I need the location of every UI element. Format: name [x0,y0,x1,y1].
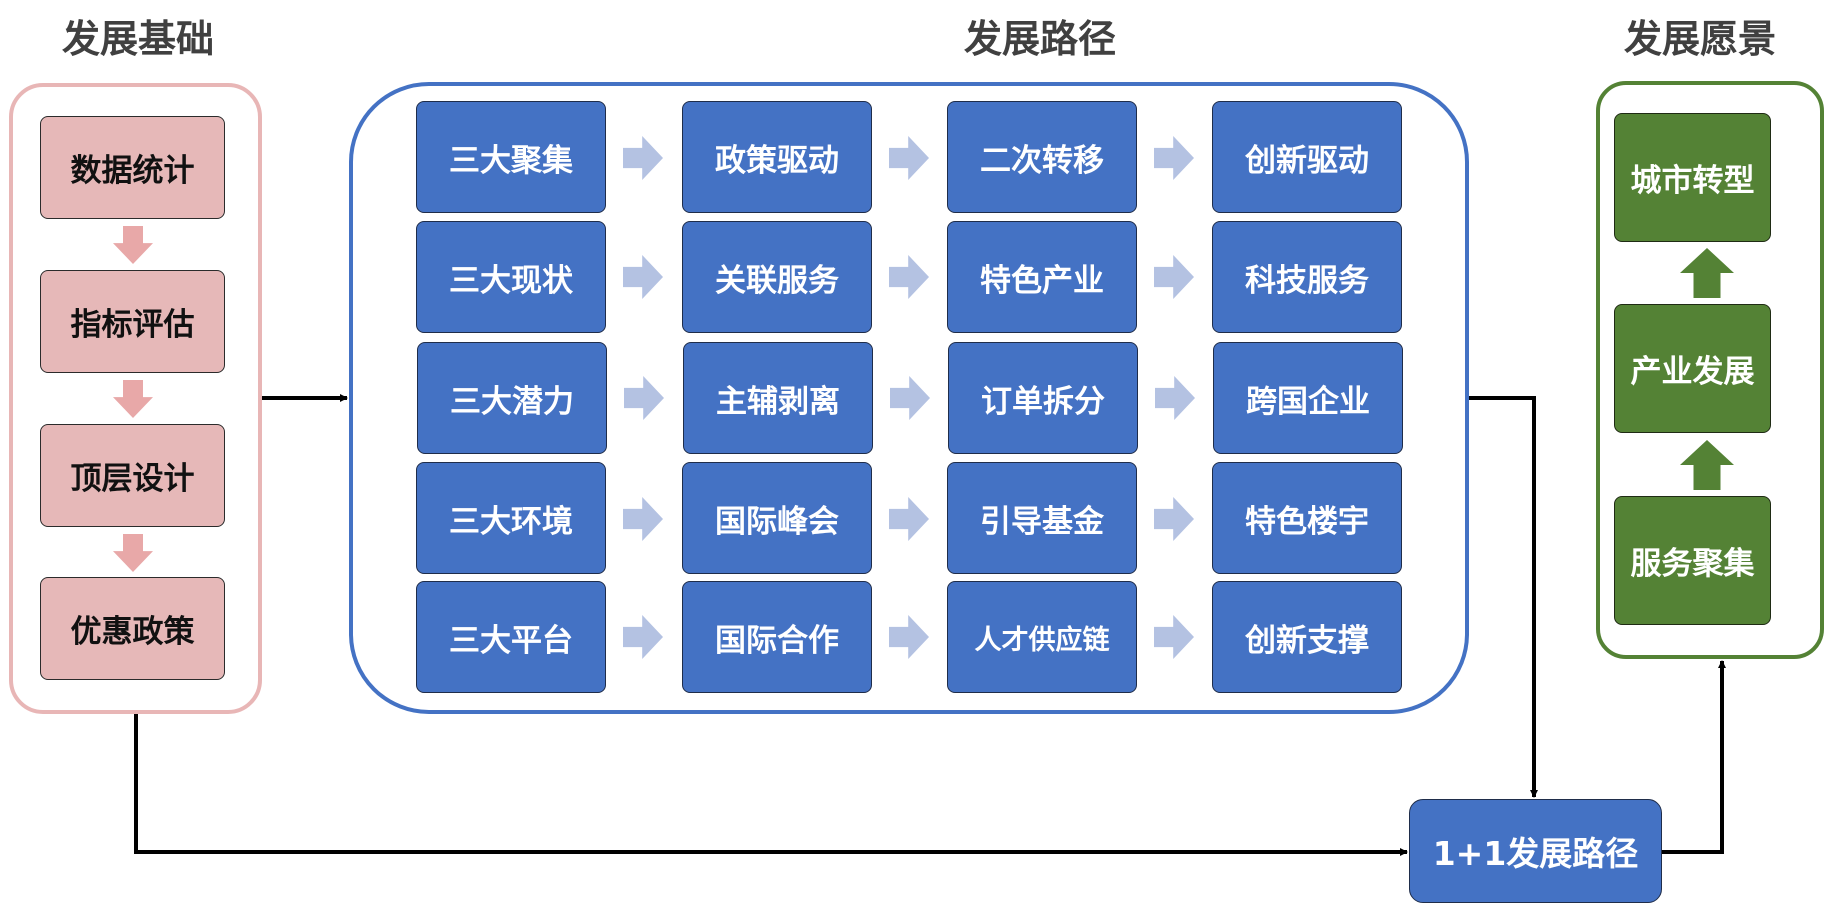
title-development-path: 发展路径 [963,17,1116,61]
path-box: 人才供应链 [947,581,1137,693]
path-box: 三大潜力 [417,342,607,454]
path-box: 三大平台 [416,581,606,693]
path-box: 订单拆分 [948,342,1138,454]
path-box: 三大环境 [416,462,606,574]
path-box: 特色楼宇 [1212,462,1402,574]
path-box: 三大聚集 [416,101,606,213]
path-box: 引导基金 [947,462,1137,574]
path-box: 关联服务 [682,221,872,333]
arrow-merge-to-vision [1662,660,1726,854]
path-box: 主辅剥离 [683,342,873,454]
vision-item-service-agglomeration: 服务聚集 [1614,496,1771,625]
foundation-item-indicator-evaluation: 指标评估 [40,270,225,373]
one-plus-one-path-box: 1+1发展路径 [1409,799,1662,903]
path-box: 政策驱动 [682,101,872,213]
path-box: 二次转移 [947,101,1137,213]
path-box: 创新驱动 [1212,101,1402,213]
arrow-foundation-to-merge [134,714,1408,856]
path-box: 三大现状 [416,221,606,333]
arrow-path-to-merge [1469,396,1538,798]
path-box: 国际合作 [682,581,872,693]
title-vision: 发展愿景 [1623,17,1776,61]
path-box: 特色产业 [947,221,1137,333]
path-box: 科技服务 [1212,221,1402,333]
foundation-item-preferential-policy: 优惠政策 [40,577,225,680]
foundation-item-top-level-design: 顶层设计 [40,424,225,527]
vision-item-urban-transformation: 城市转型 [1614,113,1771,242]
path-box: 跨国企业 [1213,342,1403,454]
foundation-item-data-statistics: 数据统计 [40,116,225,219]
vision-item-industrial-development: 产业发展 [1614,304,1771,433]
path-box: 创新支撑 [1212,581,1402,693]
title-foundation: 发展基础 [61,17,214,61]
path-box: 国际峰会 [682,462,872,574]
